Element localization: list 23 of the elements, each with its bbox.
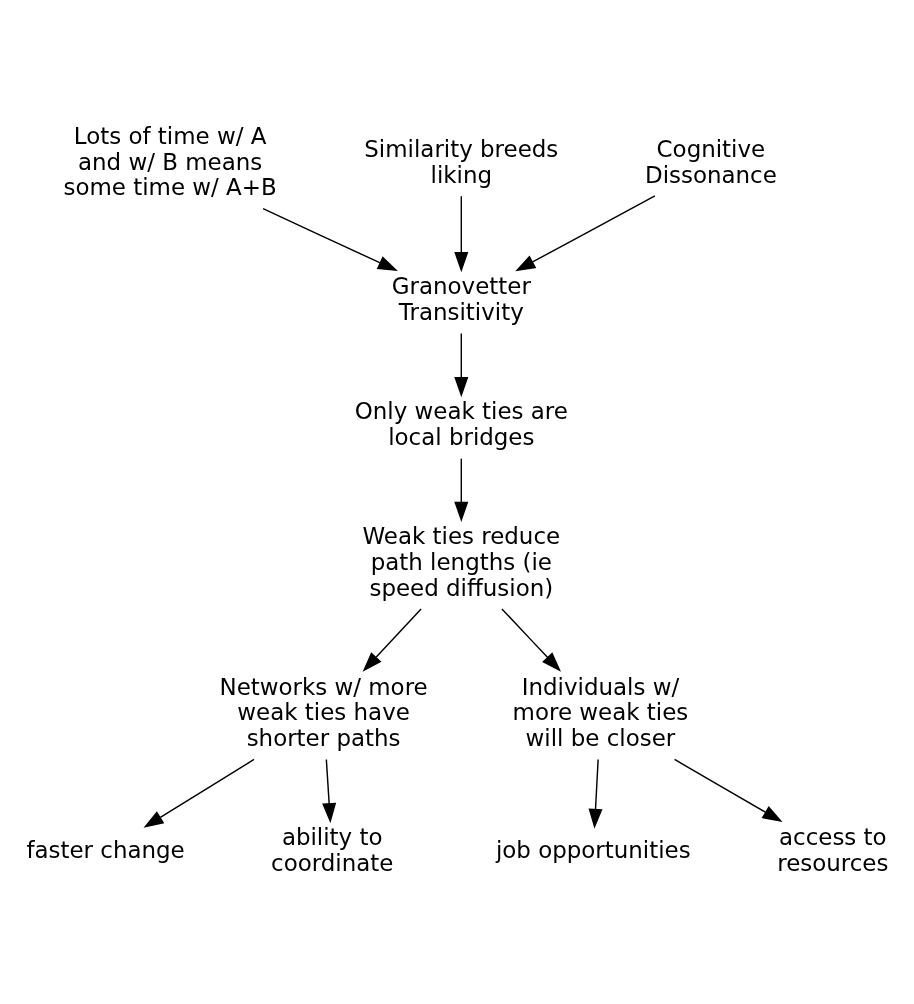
- node-text: faster change: [26, 837, 185, 864]
- node-text: Weak ties reduce path lengths (ie speed diffusion): [362, 523, 561, 601]
- arrow: [673, 758, 783, 823]
- node-text: Similarity breeds liking: [364, 135, 559, 188]
- node-text: ability to coordinate: [271, 824, 394, 877]
- node-text: Only weak ties are local bridges: [354, 398, 568, 451]
- node-text: access to resources: [777, 824, 889, 877]
- node-text: Cognitive Dissonance: [644, 135, 777, 188]
- arrow: [454, 458, 469, 522]
- arrow: [143, 758, 255, 828]
- arrow: [588, 758, 603, 829]
- node-text: Granovetter Transitivity: [391, 273, 531, 326]
- arrow: [322, 758, 337, 824]
- arrow: [454, 195, 469, 273]
- node-text: Lots of time w/ A and w/ B means some time w/ A+B: [63, 122, 277, 201]
- arrow: [362, 608, 422, 672]
- arrow: [515, 195, 656, 272]
- node-text: Networks w/ more weak ties have shorter paths: [219, 673, 428, 752]
- arrow: [262, 207, 398, 272]
- node-text: job opportunities: [495, 837, 691, 864]
- arrow: [454, 332, 469, 398]
- arrow: [501, 608, 561, 672]
- node-text: Individuals w/ more weak ties will be closer: [512, 673, 689, 752]
